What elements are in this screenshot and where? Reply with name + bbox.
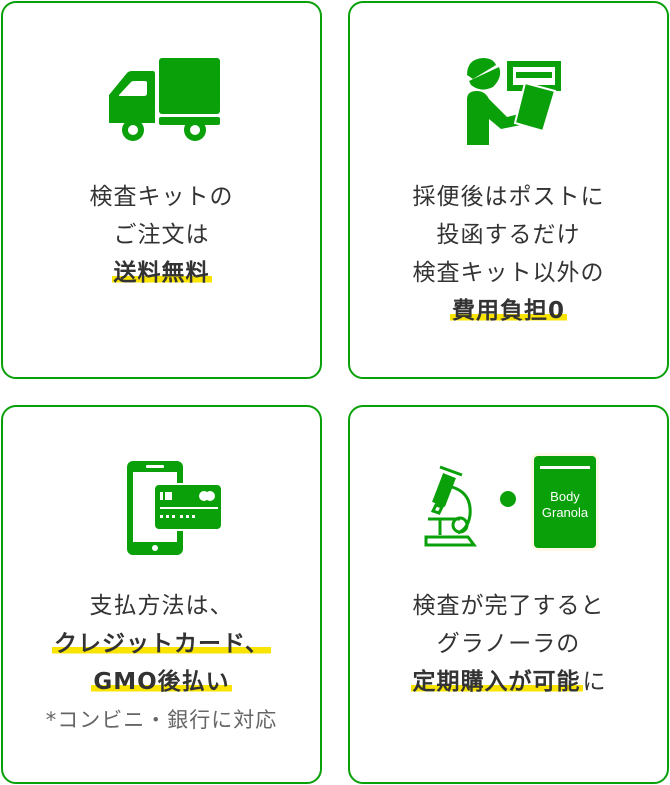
text-line: ご注文は	[113, 222, 210, 248]
package-label-line: Body	[550, 489, 580, 504]
package-label-line: Granola	[541, 505, 589, 520]
text-tail: に	[582, 669, 607, 695]
highlight-text: 送料無料	[111, 260, 212, 286]
granola-package-icon: Body Granola	[534, 456, 596, 548]
card-text: 支払方法は、 クレジットカード、 GMO後払い *コンビニ・銀行に対応	[3, 587, 320, 739]
highlight-text: 定期購入が可能	[410, 669, 583, 695]
package-stripe	[540, 466, 590, 469]
text-line: 検査が完了すると	[412, 593, 605, 619]
card-payment-methods: 支払方法は、 クレジットカード、 GMO後払い *コンビニ・銀行に対応	[1, 405, 322, 784]
card-free-shipping: 検査キットの ご注文は 送料無料	[1, 1, 322, 379]
text-line: グラノーラの	[436, 631, 581, 657]
card-text: 検査キットの ご注文は 送料無料	[3, 178, 320, 292]
note-text: *コンビニ・銀行に対応	[45, 708, 278, 732]
mail-carrier-icon	[467, 58, 561, 145]
text-line: 投函するだけ	[436, 222, 581, 248]
card-text: 採便後はポストに 投函するだけ 検査キット以外の 費用負担0	[350, 178, 667, 330]
text-line: 検査キット以外の	[412, 260, 605, 286]
card-post-mail: 採便後はポストに 投函するだけ 検査キット以外の 費用負担0	[348, 1, 669, 379]
highlight-text: 費用負担0	[449, 298, 567, 324]
card-granola-subscription: Body Granola 検査が完了すると グラノーラの 定期購入が可能に	[348, 405, 669, 784]
dot-icon	[500, 491, 516, 507]
smartphone-credit-card-icon	[127, 461, 222, 555]
text-line: 検査キットの	[89, 184, 234, 210]
text-line: 支払方法は、	[89, 593, 234, 619]
highlight-text: クレジットカード、	[51, 631, 272, 657]
card-text: 検査が完了すると グラノーラの 定期購入が可能に	[350, 587, 667, 701]
microscope-icon	[424, 465, 477, 547]
highlight-text: GMO後払い	[91, 669, 232, 695]
text-line: 採便後はポストに	[412, 184, 605, 210]
truck-icon	[109, 58, 220, 141]
